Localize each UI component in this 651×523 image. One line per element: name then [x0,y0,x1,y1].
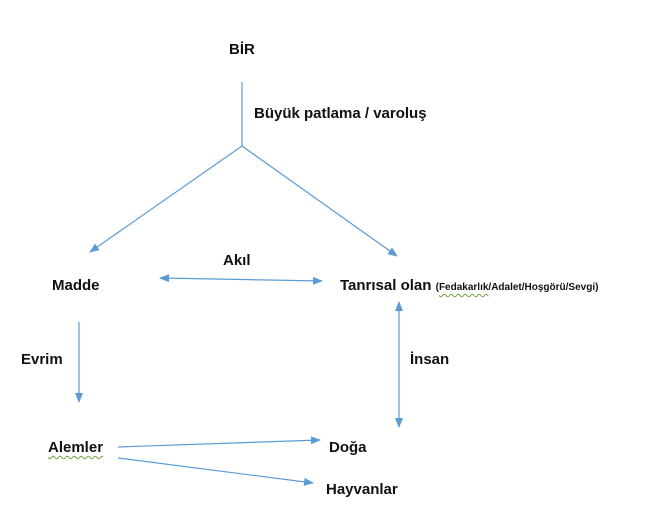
label-evrim: Evrim [21,351,63,368]
label-big-bang: Büyük patlama / varoluş [254,105,427,122]
tanrisal-detail-word: Fedakarlık [438,282,489,293]
node-bir: BİR [229,41,255,58]
tanrisal-detail-open: ( [435,282,439,293]
node-madde: Madde [52,277,100,294]
label-akil: Akıl [223,252,251,269]
label-insan: İnsan [410,351,450,368]
tanrisal-detail: (Fedakarlık/Adalet/Hoşgörü/Sevgi) [436,282,599,293]
arrow-to-madde [89,145,243,253]
node-alemler: Alemler [48,439,104,456]
node-hayvanlar: Hayvanlar [326,481,398,498]
node-tanrisal-olan: Tanrısal olan [340,277,432,294]
arrow-to-hayvanlar [117,457,314,486]
tanrisal-detail-rest: /Adalet/Hoşgörü/Sevgi) [488,282,599,293]
node-tanrisal-olan-group: Tanrısal olan (Fedakarlık/Adalet/Hoşgörü… [340,278,598,293]
arrow-to-doga [117,436,321,448]
node-doga: Doğa [329,439,367,456]
akil-double-arrow [159,274,323,285]
arrow-to-tanrisal [241,145,398,257]
